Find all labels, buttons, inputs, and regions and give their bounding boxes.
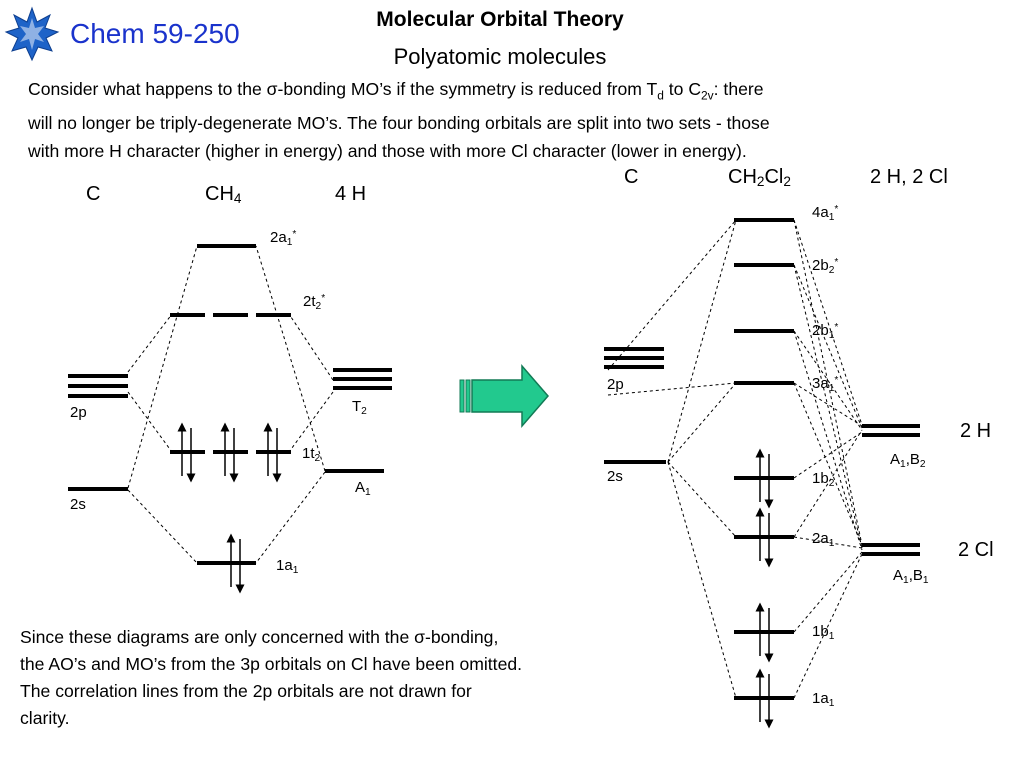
maple-leaf-logo-icon [4,6,60,62]
ch2cl2-label-2a1: 2a1 [812,530,835,549]
ch2cl2-col-h-cl: 2 H, 2 Cl [870,166,948,188]
ch4-label-2p: 2p [70,404,87,421]
ch4-electrons [177,422,282,594]
footnote-line-2: the AO’s and MO’s from the 3p orbitals o… [20,654,523,674]
page-title: Molecular Orbital Theory [376,8,624,31]
ch2cl2-correlation-lines [607,219,863,699]
intro-line-2: will no longer be triply-degenerate MO’s… [28,113,770,134]
ch2cl2-label-2b2-star: 2b2* [812,257,839,276]
ch4-label-2a1-star: 2a1* [270,229,297,248]
ch4-levels [68,244,392,565]
h2-group-label: 2 H [960,420,992,442]
right-arrow-icon [459,363,549,429]
ch2cl2-label-1b2: 1b2 [812,470,835,489]
ch2cl2-label-2s: 2s [607,468,623,485]
cl2-symmetry-label: A1,B1 [893,567,929,586]
intro-paragraph: Consider what happens to the σ-bonding M… [28,76,1008,165]
h2-symmetry-label: A1,B2 [890,451,926,470]
ch2cl2-label-4a1-star: 4a1* [812,204,839,223]
ch4-col-c: C [86,183,101,205]
intro-line-1: Consider what happens to the σ-bonding M… [28,79,764,103]
ch4-label-1a1: 1a1 [276,557,299,576]
ch2cl2-electrons [755,448,774,729]
ch2cl2-col-molecule: CH2Cl2 [728,166,791,189]
ch4-correlation-lines [127,245,334,564]
ch2cl2-col-c: C [624,166,639,188]
ch2cl2-label-2p: 2p [607,376,624,393]
ch4-label-2t2-star: 2t2* [303,293,326,312]
page-subtitle: Polyatomic molecules [393,44,607,69]
h-label-t2: T2 [352,398,367,417]
ch2cl2-label-3a1-star: 3a1* [812,375,839,394]
ch2cl2-levels [604,218,920,700]
footnote-line-1: Since these diagrams are only concerned … [20,627,499,647]
ch4-col-h: 4 H [335,183,367,205]
footnote-line-3: The correlation lines from the 2p orbita… [20,681,472,701]
ch2cl2-label-1a1: 1a1 [812,690,835,709]
ch4-label-1t2: 1t2 [302,445,321,464]
ch4-label-2s: 2s [70,496,86,513]
course-title: Chem 59-250 [70,18,240,49]
ch4-col-molecule: CH4 [205,183,242,206]
footnote-line-4: clarity. [20,708,70,728]
ch2cl2-label-1b1: 1b1 [812,623,835,642]
cl2-group-label: 2 Cl [958,539,994,561]
footnote-paragraph: Since these diagrams are only concerned … [20,624,700,732]
h-label-a1: A1 [355,479,371,498]
intro-line-3: with more H character (higher in energy)… [28,140,747,161]
ch2cl2-label-2b1-star: 2b1* [812,322,839,341]
